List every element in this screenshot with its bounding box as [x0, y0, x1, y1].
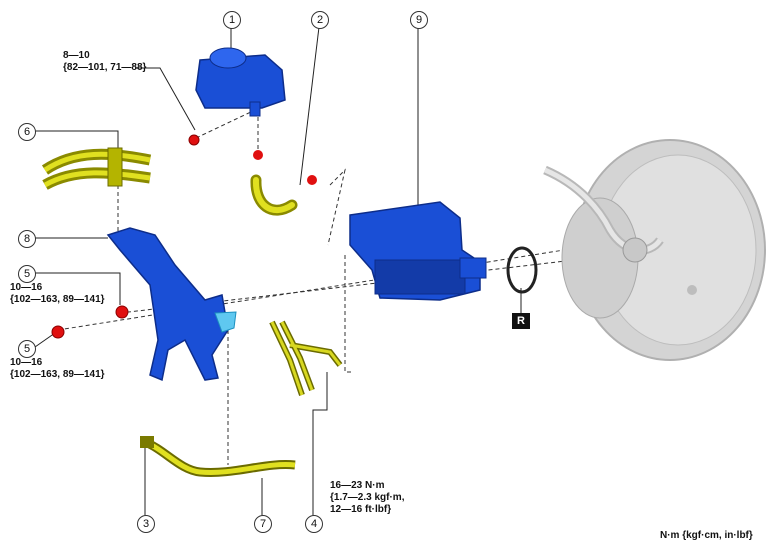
callout-4: 4	[305, 515, 323, 533]
leader-6	[35, 130, 119, 150]
bracket	[106, 227, 229, 382]
torque-nut-upper-line2: {102—163, 89—141}	[10, 294, 105, 305]
callout-9: 9	[410, 11, 428, 29]
torque-reservoir-bolt: 8—10 {82—101, 71—88}	[63, 50, 146, 74]
leader-reservoir-bolt	[135, 67, 196, 131]
torque-reservoir-line1: 8—10	[63, 50, 90, 61]
dash-bolt-reservoir	[195, 109, 256, 139]
callout-3: 3	[137, 515, 155, 533]
torque-brake-pipe: 16—23 N·m {1.7—2.3 kgf·m, 12—16 ft·lbf}	[330, 480, 404, 516]
callout-6: 6	[18, 123, 36, 141]
callout-8: 8	[18, 230, 36, 248]
hose-clamp-lower	[307, 175, 317, 185]
pipe-fitting	[140, 436, 154, 448]
leader-5b	[34, 332, 56, 348]
torque-nut-upper: 10—16 {102—163, 89—141}	[10, 282, 105, 306]
dash-hose-master	[327, 168, 346, 246]
hose-clamp-upper	[253, 150, 263, 160]
lower-pipe	[140, 436, 296, 477]
torque-pipe-line3: 12—16 ft·lbf}	[330, 504, 392, 515]
callout-1: 1	[223, 11, 241, 29]
callout-2: 2	[311, 11, 329, 29]
torque-pipe-line2: {1.7—2.3 kgf·m,	[330, 492, 405, 503]
torque-nut-upper-line1: 10—16	[10, 282, 43, 293]
torque-nut-lower: 10—16 {102—163, 89—141}	[10, 357, 105, 381]
units-note: N·m {kgf·cm, in·lbf}	[660, 530, 753, 541]
dash-pipe-master	[344, 255, 352, 373]
master-cylinder	[349, 201, 487, 301]
callout-7: 7	[254, 515, 272, 533]
torque-nut-lower-line2: {102—163, 89—141}	[10, 369, 105, 380]
nut-upper	[115, 305, 129, 319]
torque-nut-lower-line1: 10—16	[10, 357, 43, 368]
torque-reservoir-line2: {82—101, 71—88}	[63, 62, 147, 73]
replace-badge: R	[512, 313, 530, 329]
callout-5-upper: 5	[18, 265, 36, 283]
callout-5-lower: 5	[18, 340, 36, 358]
hose-clamps	[253, 150, 317, 185]
brake-fluid-reservoir	[195, 47, 286, 117]
leader-2	[299, 26, 320, 186]
reservoir-bolt	[188, 134, 200, 146]
torque-pipe-line1: 16—23 N·m	[330, 480, 385, 491]
leader-5a	[35, 272, 121, 305]
brake-booster	[543, 139, 766, 361]
o-ring	[506, 246, 538, 294]
nut-lower	[51, 325, 65, 339]
pipe-clip	[214, 311, 237, 333]
brake-pipe	[269, 320, 343, 396]
vacuum-hose	[41, 147, 152, 190]
leader-4	[312, 372, 328, 515]
